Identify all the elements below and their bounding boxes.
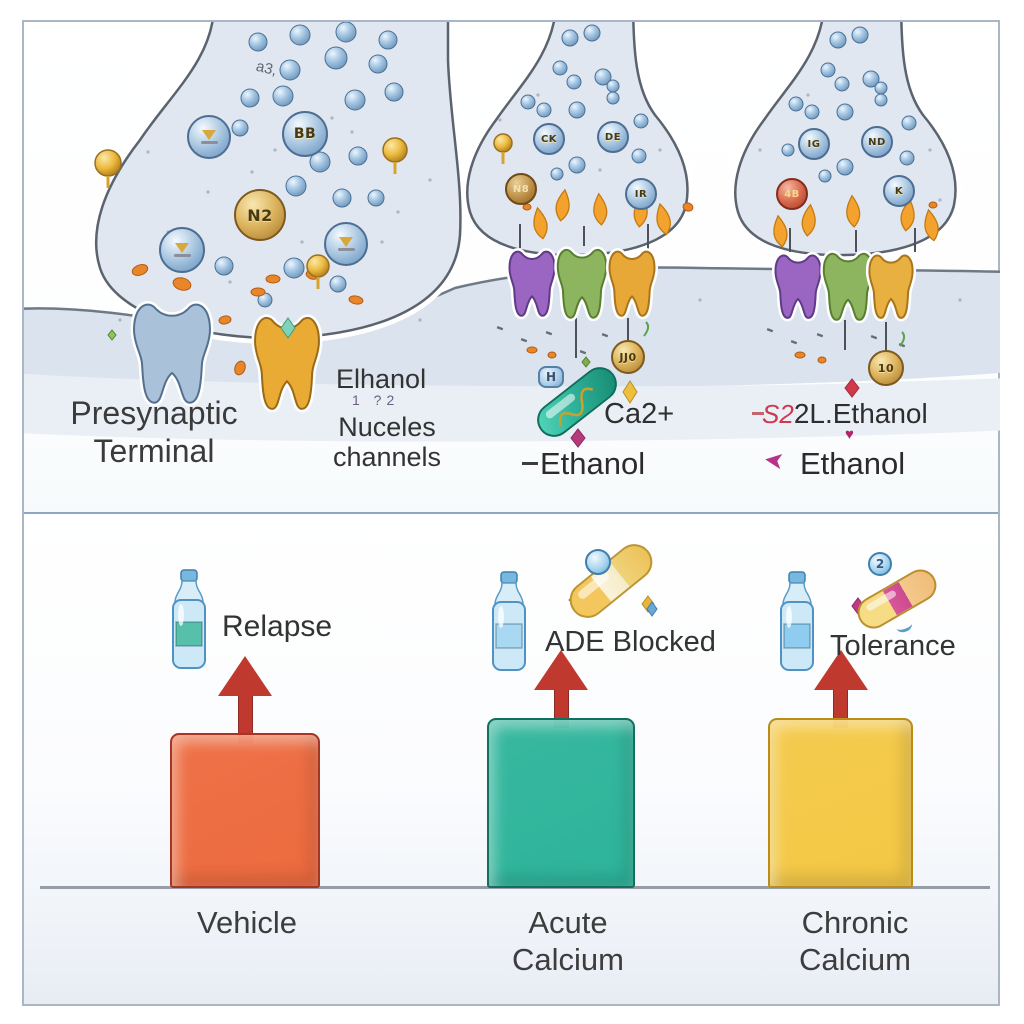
hanging-sphere: JJ0 xyxy=(611,340,645,374)
red-dash xyxy=(752,412,764,415)
vesicle-sphere xyxy=(324,222,368,266)
ion-pill-icon: H xyxy=(538,366,564,388)
vesicle-sphere xyxy=(187,115,231,159)
ethanol-label-3: Ethanol xyxy=(800,446,906,481)
bar-chronic-calcium xyxy=(768,718,913,888)
bar-acute-calcium xyxy=(487,718,635,888)
vesicle-sphere: DE xyxy=(597,121,629,153)
glyph-row: 1 ?2 xyxy=(352,392,400,408)
dna-squiggle-icon xyxy=(558,387,594,427)
vesicle-sphere: 4B xyxy=(776,178,808,210)
category-vehicle: Vehicle xyxy=(197,905,297,940)
vesicle-sphere: IG xyxy=(798,128,830,160)
garbled-ethanol-line: S22L.Ethanol xyxy=(762,398,928,430)
vesicle-sphere xyxy=(159,227,205,273)
funnel-icon xyxy=(175,243,189,253)
hanging-sphere: 10 xyxy=(868,350,904,386)
molecule-sphere-icon xyxy=(585,549,611,575)
up-arrow xyxy=(534,650,588,728)
up-arrow xyxy=(218,656,272,743)
arrow-head-icon xyxy=(813,650,868,690)
arrow-head-icon xyxy=(534,650,588,690)
funnel-icon xyxy=(202,130,216,140)
calcium-capsule-icon xyxy=(530,360,624,444)
category-chronic-calcium: Chronic Calcium xyxy=(799,905,911,977)
annotation-ade-blocked: ADE Blocked xyxy=(545,626,716,658)
channels-label: Nuceles channels xyxy=(332,412,442,472)
vesicle-sphere: N8 xyxy=(505,173,537,205)
magenta-arrow-icon: ➤ xyxy=(762,445,786,476)
presynaptic-terminal-label: Presynaptic Terminal xyxy=(70,395,238,469)
vesicle-sphere: IR xyxy=(625,178,657,210)
red-glyph-text: S2 xyxy=(762,399,794,429)
funnel-icon xyxy=(339,237,353,247)
vesicle-sphere: K xyxy=(883,175,915,207)
bar-vehicle xyxy=(170,733,320,888)
arrow-head-icon xyxy=(218,656,272,696)
category-acute-calcium: Acute Calcium xyxy=(512,905,624,977)
annotation-relapse: Relapse xyxy=(222,610,333,643)
arrow-shaft xyxy=(237,696,253,743)
dark-glyph-text: 2L.Ethanol xyxy=(793,398,928,429)
strike-dash xyxy=(522,462,538,465)
ethanol-label-1: Elhanol xyxy=(336,364,427,394)
ca-label: Ca2+ xyxy=(604,398,675,430)
vesicle-sphere: CK xyxy=(533,123,565,155)
vesicle-sphere: ND xyxy=(861,126,893,158)
heart-icon: ♥ xyxy=(845,426,854,443)
molecule-sphere-2-icon: 2 xyxy=(868,552,892,576)
vesicle-sphere: N2 xyxy=(234,189,286,241)
ethanol-label-2: Ethanol xyxy=(540,446,646,481)
annotation-tolerance: Tolerance xyxy=(830,630,956,662)
vesicle-sphere: BB xyxy=(282,111,328,157)
